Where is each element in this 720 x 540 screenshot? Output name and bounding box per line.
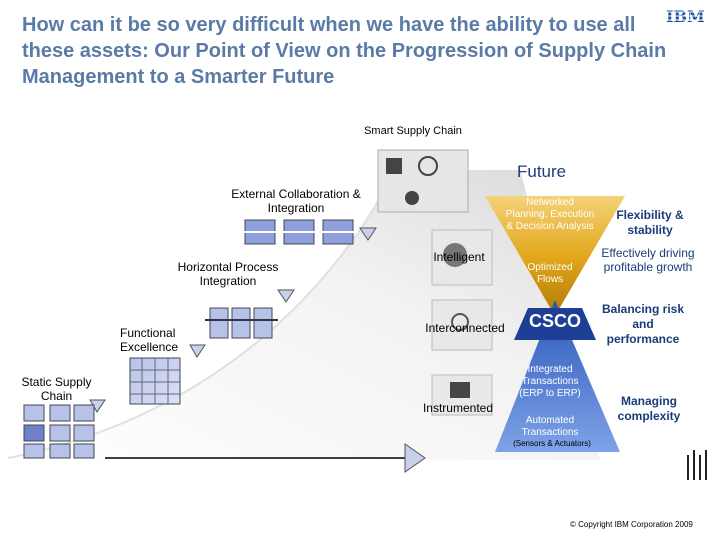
benefit-complexity: Managing complexity: [617, 394, 681, 423]
stage-functional-excellence: Functional Excellence: [120, 326, 179, 354]
horizontal-process-boxes: [205, 307, 278, 339]
cone-networked: Networked Planning, Execution & Decision…: [505, 197, 595, 232]
smart-supply-chain-label: Smart Supply Chain: [364, 125, 462, 137]
ibm-logo: IBM: [664, 8, 704, 26]
stage-marker: [359, 227, 377, 241]
static-chain-icons: [23, 404, 95, 459]
future-label: Future: [517, 162, 567, 181]
stage-horizontal-process: Horizontal Process Integration: [177, 260, 279, 288]
cone-sensors: (Sensors & Actuators): [513, 439, 591, 448]
blue-cone: [495, 300, 620, 452]
cone-csco: CSCO: [528, 311, 581, 331]
copyright: © Copyright IBM Corporation 2009: [570, 520, 693, 529]
axis-arrow: [404, 443, 426, 473]
smart-supply-chain-image: [377, 149, 469, 213]
gold-cone: [485, 196, 625, 316]
stage-static-supply-chain: Static Supply Chain: [21, 375, 92, 403]
right-edge-bars: [687, 450, 707, 480]
benefit-profitable: Effectively driving profitable growth: [601, 246, 695, 274]
capability-instrumented: Instrumented: [422, 401, 494, 415]
capability-intelligent: Intelligent: [433, 250, 485, 264]
benefit-balancing: Balancing risk and performance: [601, 302, 685, 346]
external-collaboration-boxes: [240, 219, 358, 245]
csco-band: [514, 308, 596, 340]
benefit-flexibility: Flexibility & stability: [616, 208, 684, 237]
stage-marker: [277, 289, 295, 303]
capability-icons: [431, 229, 493, 416]
capability-interconnected: Interconnected: [425, 321, 505, 335]
page-title: How can it be so very difficult when we …: [22, 14, 667, 88]
cone-automated: Automated Transactions: [521, 415, 579, 438]
stage-marker: [189, 344, 206, 358]
stage-external-collaboration: External Collaboration & Integration: [231, 187, 361, 215]
cone-optimized: Optimized Flows: [527, 262, 573, 285]
cone-integrated: Integrated Transactions (ERP to ERP): [519, 364, 581, 399]
functional-excellence-grid: [129, 357, 181, 405]
